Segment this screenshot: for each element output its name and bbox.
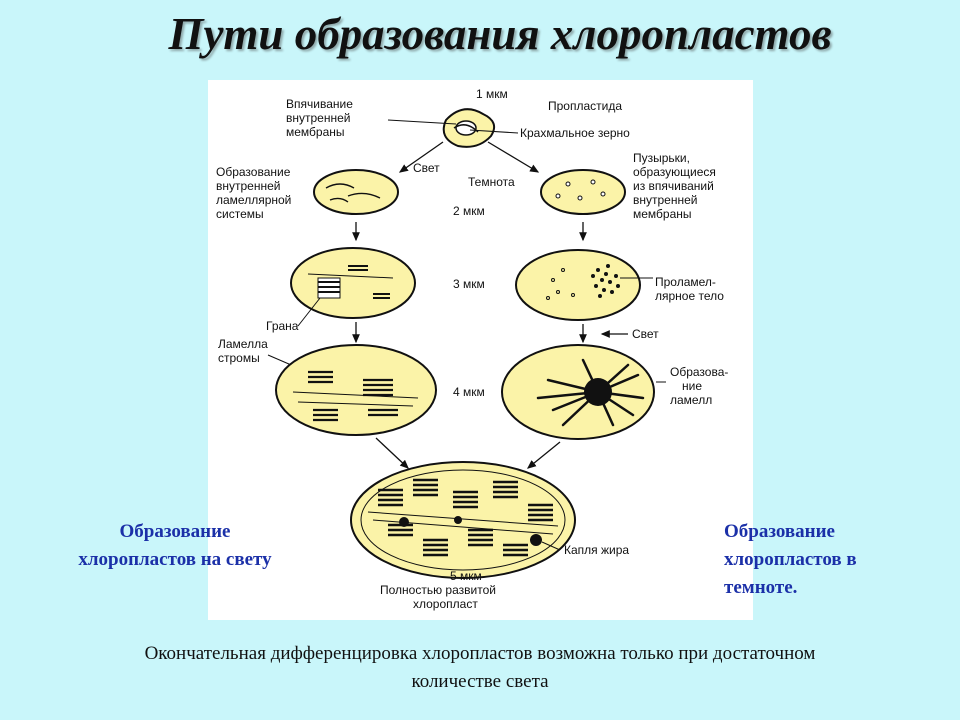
lamellar-formation-line4: системы — [216, 207, 264, 221]
starch-label: Крахмальное зерно — [520, 126, 630, 140]
light-stage2-plastid — [313, 169, 399, 215]
light-note-line1: Образование — [119, 521, 231, 542]
light-label-2: Свет — [632, 327, 659, 341]
light-note-line2: хлоропластов на свету — [78, 549, 272, 570]
lamellae-formation-line1: Образова- — [670, 365, 728, 379]
lamellae-formation-line2: ние — [682, 379, 702, 393]
size-2um: 2 мкм — [453, 204, 485, 218]
bottom-caption: Окончательная дифференцировка хлоропласт… — [40, 640, 920, 696]
vesicles-line1: Пузырьки, — [633, 151, 690, 165]
size-5um: 5 мкм — [450, 569, 482, 583]
chloroplast-diagram: 1 мкм Пропластида Крахмальное зерно Впяч… — [216, 87, 728, 611]
prolamellar-line1: Проламел- — [655, 275, 716, 289]
caption-line2: количестве света — [411, 671, 549, 692]
invagination-line1: Впячивание — [286, 97, 353, 111]
stroma-lamella-line2: стромы — [218, 351, 260, 365]
caption-line1: Окончательная дифференцировка хлоропласт… — [144, 643, 816, 664]
light-formation-note: Образование хлоропластов на свету — [50, 518, 300, 574]
slide-title: Пути образования хлоропластов — [168, 9, 832, 59]
invagination-line3: мембраны — [286, 125, 345, 139]
dark-stage4-plastid — [501, 344, 655, 440]
mature-line1: Полностью развитой — [380, 583, 496, 597]
dark-stage3-plastid — [515, 249, 641, 321]
proplastid-label: Пропластида — [548, 99, 622, 113]
size-4um: 4 мкм — [453, 385, 485, 399]
fat-drop-label: Капля жира — [564, 543, 629, 557]
dark-formation-note: Образование хлоропластов в темноте. — [724, 518, 924, 602]
lamellar-formation-line2: внутренней — [216, 179, 280, 193]
lamellae-formation-line3: ламелл — [670, 393, 712, 407]
light-stage4-plastid — [275, 344, 437, 436]
dark-note-line2: хлоропластов в — [724, 549, 857, 570]
dark-stage2-plastid — [540, 169, 626, 215]
lamellar-formation-line1: Образование — [216, 165, 291, 179]
vesicles-line5: мембраны — [633, 207, 692, 221]
vesicles-line4: внутренней — [633, 193, 697, 207]
grana-label: Грана — [266, 319, 299, 333]
vesicles-line2: образующиеся — [633, 165, 716, 179]
prolamellar-line2: лярное тело — [655, 289, 724, 303]
dark-note-line3: темноте. — [724, 577, 798, 598]
vesicles-line3: из впячиваний — [633, 179, 714, 193]
invagination-line2: внутренней — [286, 111, 350, 125]
lamellar-formation-line3: ламеллярной — [216, 193, 291, 207]
light-label: Свет — [413, 161, 440, 175]
dark-note-line1: Образование — [724, 521, 835, 542]
mature-chloroplast — [350, 461, 576, 579]
stroma-lamella-line1: Ламелла — [218, 337, 268, 351]
mature-line2: хлоропласт — [413, 597, 478, 611]
dark-label: Темнота — [468, 175, 515, 189]
proplastid-shape — [442, 108, 496, 148]
diagram-panel: 1 мкм Пропластида Крахмальное зерно Впяч… — [208, 80, 753, 620]
light-stage3-plastid — [290, 247, 416, 319]
size-3um: 3 мкм — [453, 277, 485, 291]
size-1um: 1 мкм — [476, 87, 508, 101]
